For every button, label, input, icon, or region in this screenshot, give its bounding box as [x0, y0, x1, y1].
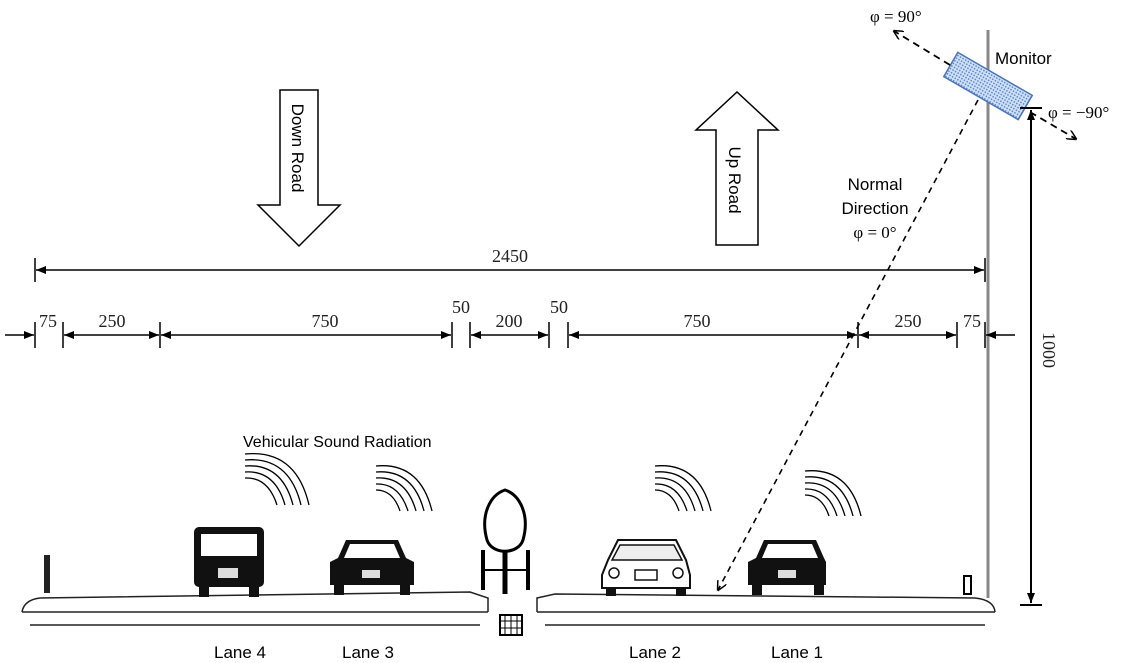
- dim-label: 250: [895, 311, 922, 331]
- left-post: [44, 555, 50, 593]
- lane-label: Lane 3: [342, 643, 394, 662]
- dim-label: 750: [684, 311, 711, 331]
- phi-90-label: φ = 90°: [870, 7, 922, 26]
- median-tree: [481, 488, 530, 594]
- road-surface: [21, 591, 996, 626]
- phi-0-label: φ = 0°: [853, 223, 896, 242]
- car-lane-2: [601, 539, 691, 596]
- monitor-label: Monitor: [995, 49, 1052, 68]
- down-road-label: Down Road: [288, 104, 307, 193]
- phi-90-arrow: [894, 31, 951, 66]
- car-lane-3: [330, 540, 414, 595]
- lane-label: Lane 4: [214, 643, 266, 662]
- up-road-arrow: [694, 90, 780, 246]
- sound-wave-icon: [804, 470, 862, 517]
- dim-label: 75: [963, 311, 981, 331]
- car-lane-1: [748, 540, 826, 595]
- sound-radiation-label: Vehicular Sound Radiation: [243, 434, 432, 451]
- up-road-label: Up Road: [725, 146, 744, 213]
- lane-label: Lane 2: [629, 643, 681, 662]
- lane-label: Lane 1: [771, 643, 823, 662]
- sound-wave-icon: [654, 465, 712, 512]
- normal-direction-arrow: [718, 99, 979, 590]
- total-width-label: 2450: [492, 246, 528, 266]
- dim-label: 200: [496, 311, 523, 331]
- dim-label: 750: [312, 311, 339, 331]
- sound-wave-icon: [375, 465, 433, 512]
- sound-wave-icon: [244, 452, 310, 506]
- segment-dimensions: [5, 322, 1015, 348]
- right-post: [963, 575, 972, 595]
- dim-label: 75: [39, 311, 57, 331]
- down-road-arrow: [256, 89, 342, 248]
- bus-lane-4: [194, 527, 264, 597]
- dim-label: 50: [550, 297, 568, 317]
- height-label: 1000: [1039, 332, 1059, 368]
- phi-minus-90-arrow: [1029, 111, 1076, 139]
- normal-label: Normal: [848, 175, 903, 194]
- phi-minus-90-label: φ = −90°: [1048, 103, 1109, 122]
- dim-label: 50: [452, 297, 470, 317]
- direction-label: Direction: [841, 199, 908, 218]
- dim-label: 250: [99, 311, 126, 331]
